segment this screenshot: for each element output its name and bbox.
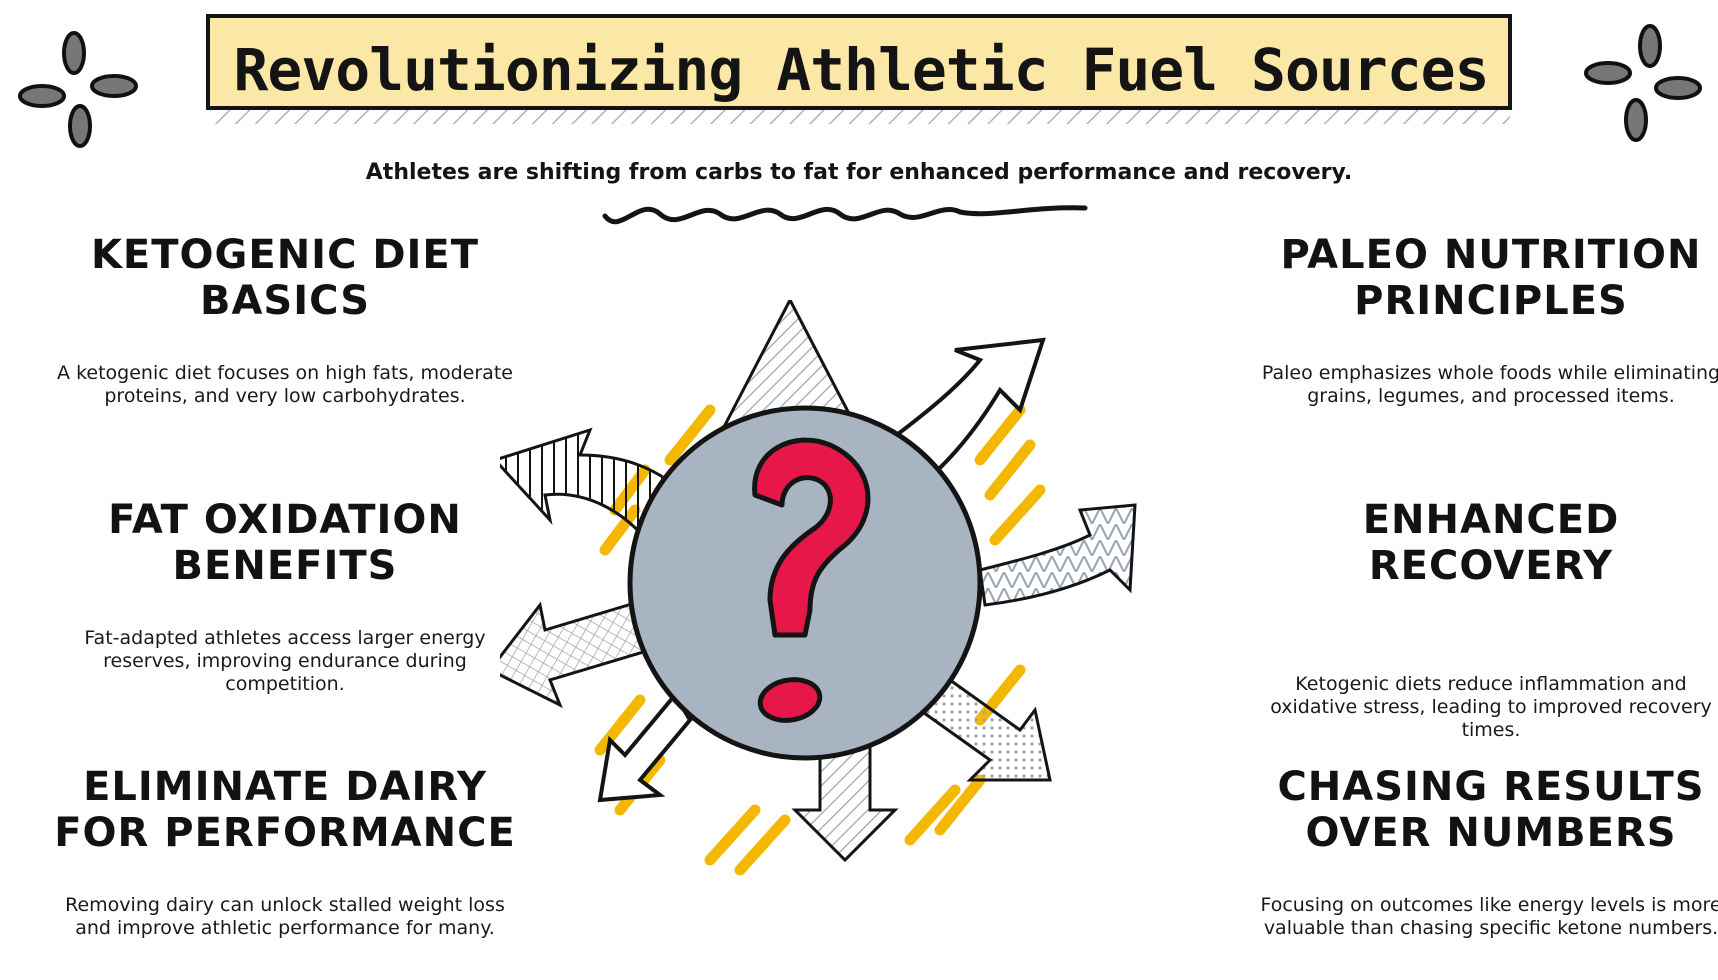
left-sparkle-icon [18,31,138,148]
section-body: Removing dairy can unlock stalled weight… [65,894,505,939]
section-fat-oxidation: Fat Oxidation Benefits Fat-adapted athle… [50,497,520,696]
section-enhanced-recovery: Enhanced Recovery Ketogenic diets reduce… [1256,497,1718,742]
section-eliminate-dairy: Eliminate Dairy for Performance Removing… [50,764,520,940]
section-body: Ketogenic diets reduce inflammation and … [1270,673,1712,741]
section-heading: Paleo Nutrition Principles [1280,232,1702,324]
arrow-down [791,738,899,863]
section-paleo-principles: Paleo Nutrition Principles Paleo emphasi… [1256,232,1718,408]
arrow-right [978,503,1137,607]
section-body: Fat-adapted athletes access larger energ… [84,627,486,695]
arrow-left [500,598,652,709]
page-title: Revolutionizing Athletic Fuel Sources [233,36,1489,104]
right-sparkle-icon [1584,24,1702,142]
section-body: Focusing on outcomes like energy levels … [1260,894,1718,939]
arrow-down-right [917,678,1052,782]
squiggle-divider [602,205,1088,225]
section-body: A ketogenic diet focuses on high fats, m… [57,362,513,407]
section-heading: Eliminate Dairy for Performance [54,764,516,856]
section-heading: Fat Oxidation Benefits [108,497,462,589]
center-illustration [500,300,1137,876]
page-subtitle: Athletes are shifting from carbs to fat … [365,160,1353,185]
section-ketogenic-basics: Ketogenic Diet Basics A ketogenic diet f… [50,232,520,408]
section-heading: Chasing Results Over Numbers [1277,764,1705,856]
section-chasing-results: Chasing Results Over Numbers Focusing on… [1256,764,1718,940]
title-banner: Revolutionizing Athletic Fuel Sources [206,14,1516,126]
section-heading: Ketogenic Diet Basics [90,232,480,324]
section-body: Paleo emphasizes whole foods while elimi… [1261,362,1718,407]
arrow-down-left [597,691,693,803]
question-mark-icon [752,437,871,723]
section-heading: Enhanced Recovery [1362,497,1620,589]
